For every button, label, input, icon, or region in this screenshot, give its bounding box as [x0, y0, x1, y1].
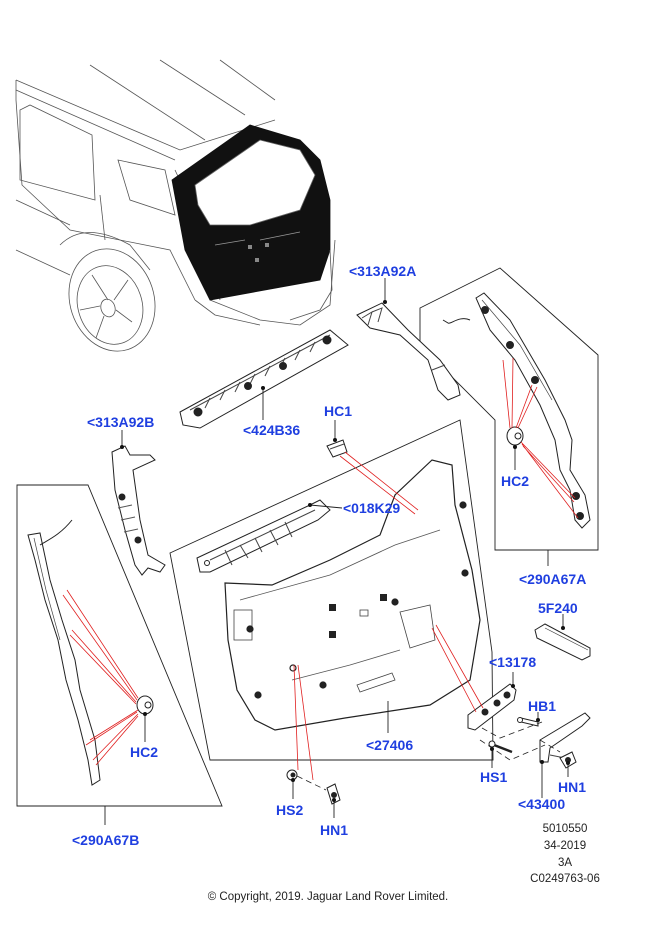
callout-HC1[interactable]: HC1	[324, 403, 353, 419]
vehicle-illustration	[15, 59, 336, 352]
reference-revision: 3A	[557, 857, 573, 869]
part-HC1	[326, 439, 348, 458]
callout-HC2-left[interactable]: HC2	[130, 744, 159, 760]
callout-HC2-right[interactable]: HC2	[501, 473, 530, 489]
part-HN1-right	[559, 751, 577, 769]
reference-number: 5010550	[542, 823, 588, 835]
callout-424B36[interactable]: <424B36	[243, 422, 301, 438]
callout-HS1[interactable]: HS1	[480, 769, 508, 785]
copyright-notice: © Copyright, 2019. Jaguar Land Rover Lim…	[207, 891, 449, 903]
leader-lines	[104, 278, 569, 825]
part-290A67B	[27, 519, 154, 786]
box-290A67B	[16, 484, 223, 807]
leader-dots	[120, 300, 570, 802]
callout-313A92B[interactable]: <313A92B	[87, 414, 155, 430]
reference-date: 34-2019	[543, 840, 587, 852]
part-313A92A	[356, 302, 461, 401]
callout-5F240[interactable]: 5F240	[538, 600, 578, 616]
callout-HS2[interactable]: HS2	[276, 802, 304, 818]
part-HB1	[517, 717, 539, 727]
callout-HB1[interactable]: HB1	[528, 698, 557, 714]
part-313A92B	[111, 445, 166, 576]
part-HN1-left	[326, 783, 341, 805]
reference-code: C0249763-06	[530, 873, 600, 885]
callout-27406[interactable]: <27406	[366, 737, 414, 753]
part-43400	[539, 712, 591, 763]
callout-290A67A[interactable]: <290A67A	[519, 571, 587, 587]
part-27406	[224, 459, 481, 731]
callout-HN1-left[interactable]: HN1	[320, 822, 349, 838]
callout-313A92A[interactable]: <313A92A	[349, 263, 417, 279]
part-290A67A	[442, 292, 591, 529]
box-27406	[169, 419, 494, 761]
assembly-lines	[296, 721, 561, 791]
callout-290A67B[interactable]: <290A67B	[72, 832, 140, 848]
part-424B36	[179, 329, 349, 429]
part-13178	[467, 683, 517, 731]
callout-HN1-right[interactable]: HN1	[558, 779, 587, 795]
callout-018K29[interactable]: <018K29	[343, 500, 401, 516]
callout-13178[interactable]: <13178	[489, 654, 537, 670]
part-018K29	[196, 499, 331, 573]
part-5F240	[534, 623, 591, 661]
callout-43400[interactable]: <43400	[518, 796, 566, 812]
fixing-lines	[62, 357, 579, 781]
